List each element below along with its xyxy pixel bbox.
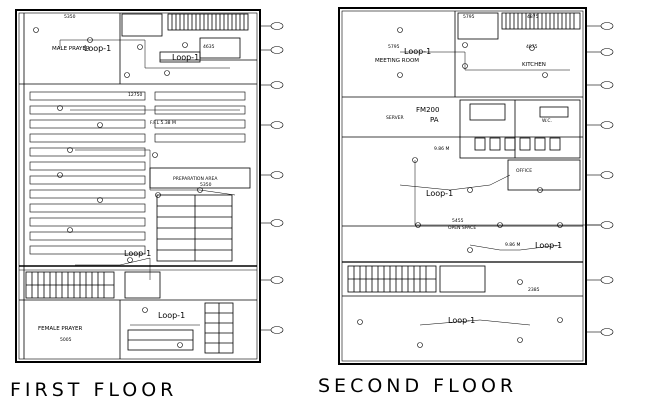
first-floor-prayer-rows [29,91,246,255]
sf-level-text-1: 9.86 M [434,146,449,152]
sf-dim-5: 5455 [452,218,464,224]
second-floor-stair-bottom [347,265,437,293]
room-label-meeting-room: MEETING ROOM [375,58,419,64]
first-floor-grid-bubbles [260,22,284,334]
sf-loop-label-2: Loop-1 [426,189,453,198]
ff-level-text: F.F.L 5.38 M [150,120,176,126]
ff-loop-label-4: Loop-1 [158,311,185,320]
first-floor-detectors [33,27,203,348]
sf-dim-6: 2385 [528,287,540,293]
ff-dim-3: 12750 [128,92,142,98]
room-label-server: SERVER [386,115,404,121]
sf-dim-4: 4875 [527,14,539,20]
second-floor-stair-top [501,12,581,30]
room-label-male-prayer: MALE PRAYER [52,46,90,52]
sf-loop-label-4: Loop-1 [448,316,475,325]
first-floor-stair-top [167,13,249,31]
second-floor-title: SECOND FLOOR [318,375,517,397]
first-floor-loop-wiring [59,39,240,326]
sf-loop-label-1: Loop-1 [404,47,431,56]
ff-loop-label-1: Loop-1 [84,44,111,53]
first-floor-plan [15,9,284,363]
room-label-female-prayer: FEMALE PRAYER [38,326,83,332]
room-label-open-space: OPEN SPACE [448,225,476,231]
sf-loop-label-3: Loop-1 [535,241,562,250]
second-floor-detectors [357,27,563,348]
panel-label-pa: PA [430,116,439,124]
second-floor-grid-bubbles [586,22,614,336]
ff-dim-4: 5350 [200,182,212,188]
sf-dim-3: 5795 [463,14,475,20]
panel-label-fm200: FM200 [416,106,439,114]
sf-dim-1: 5795 [388,44,400,50]
ff-loop-label-3: Loop-1 [124,249,151,258]
second-floor-plan [338,7,614,365]
first-floor-title: FIRST FLOOR [10,379,177,400]
ff-dim-5: 5005 [60,337,72,343]
ff-dim-1: 5350 [64,14,76,20]
room-label-kitchen: KITCHEN [522,62,546,68]
room-label-preparation-area: PREPARATION AREA [173,176,218,182]
sf-level-text-2: 9.86 M [505,242,520,248]
sf-dim-2: 4875 [526,44,538,50]
ff-loop-label-2: Loop-1 [172,53,199,62]
ff-dim-2: 4635 [203,44,215,50]
first-floor-stair-bottom [25,271,115,299]
room-label-wc: W.C. [542,118,552,124]
room-label-office: OFFICE [516,168,532,174]
